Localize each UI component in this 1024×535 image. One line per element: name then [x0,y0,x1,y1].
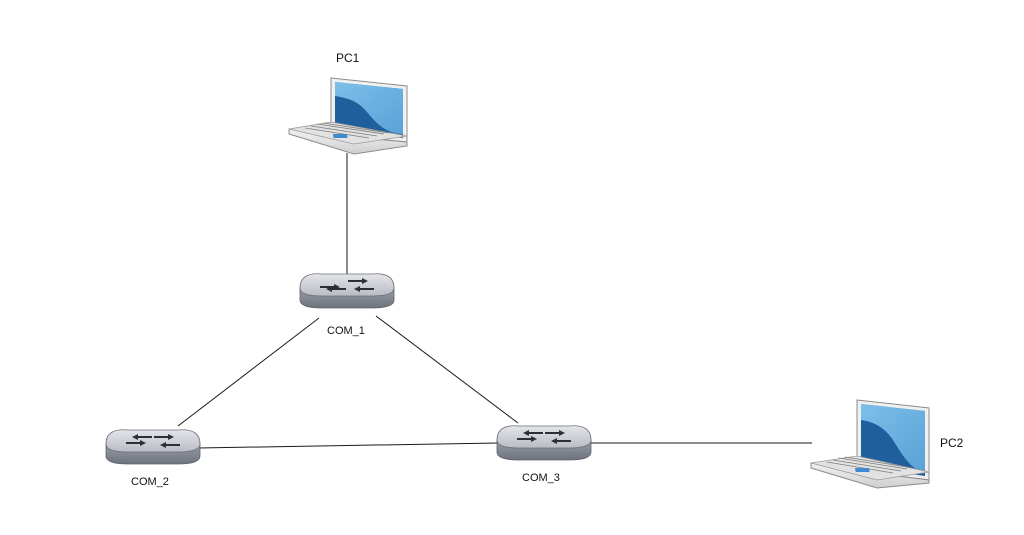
switch-icon [299,273,395,309]
switch-icon [496,425,592,461]
laptop-icon [810,399,930,489]
laptop-pc2[interactable] [810,399,930,489]
link-com1-com3 [375,315,519,424]
laptop-icon [288,77,408,155]
switch-icon [105,429,201,465]
node-label-pc1: PC1 [336,51,360,65]
switch-com2[interactable] [105,429,201,465]
node-label-com1: COM_1 [327,325,365,337]
switch-com3[interactable] [496,425,592,461]
laptop-pc1[interactable] [288,77,408,155]
switch-com1[interactable] [299,273,395,309]
node-label-com2: COM_2 [131,476,169,488]
link-com2-com3 [197,442,499,449]
link-com1-com2 [177,317,320,427]
node-label-pc2: PC2 [940,436,964,450]
node-label-com3: COM_3 [522,472,560,484]
